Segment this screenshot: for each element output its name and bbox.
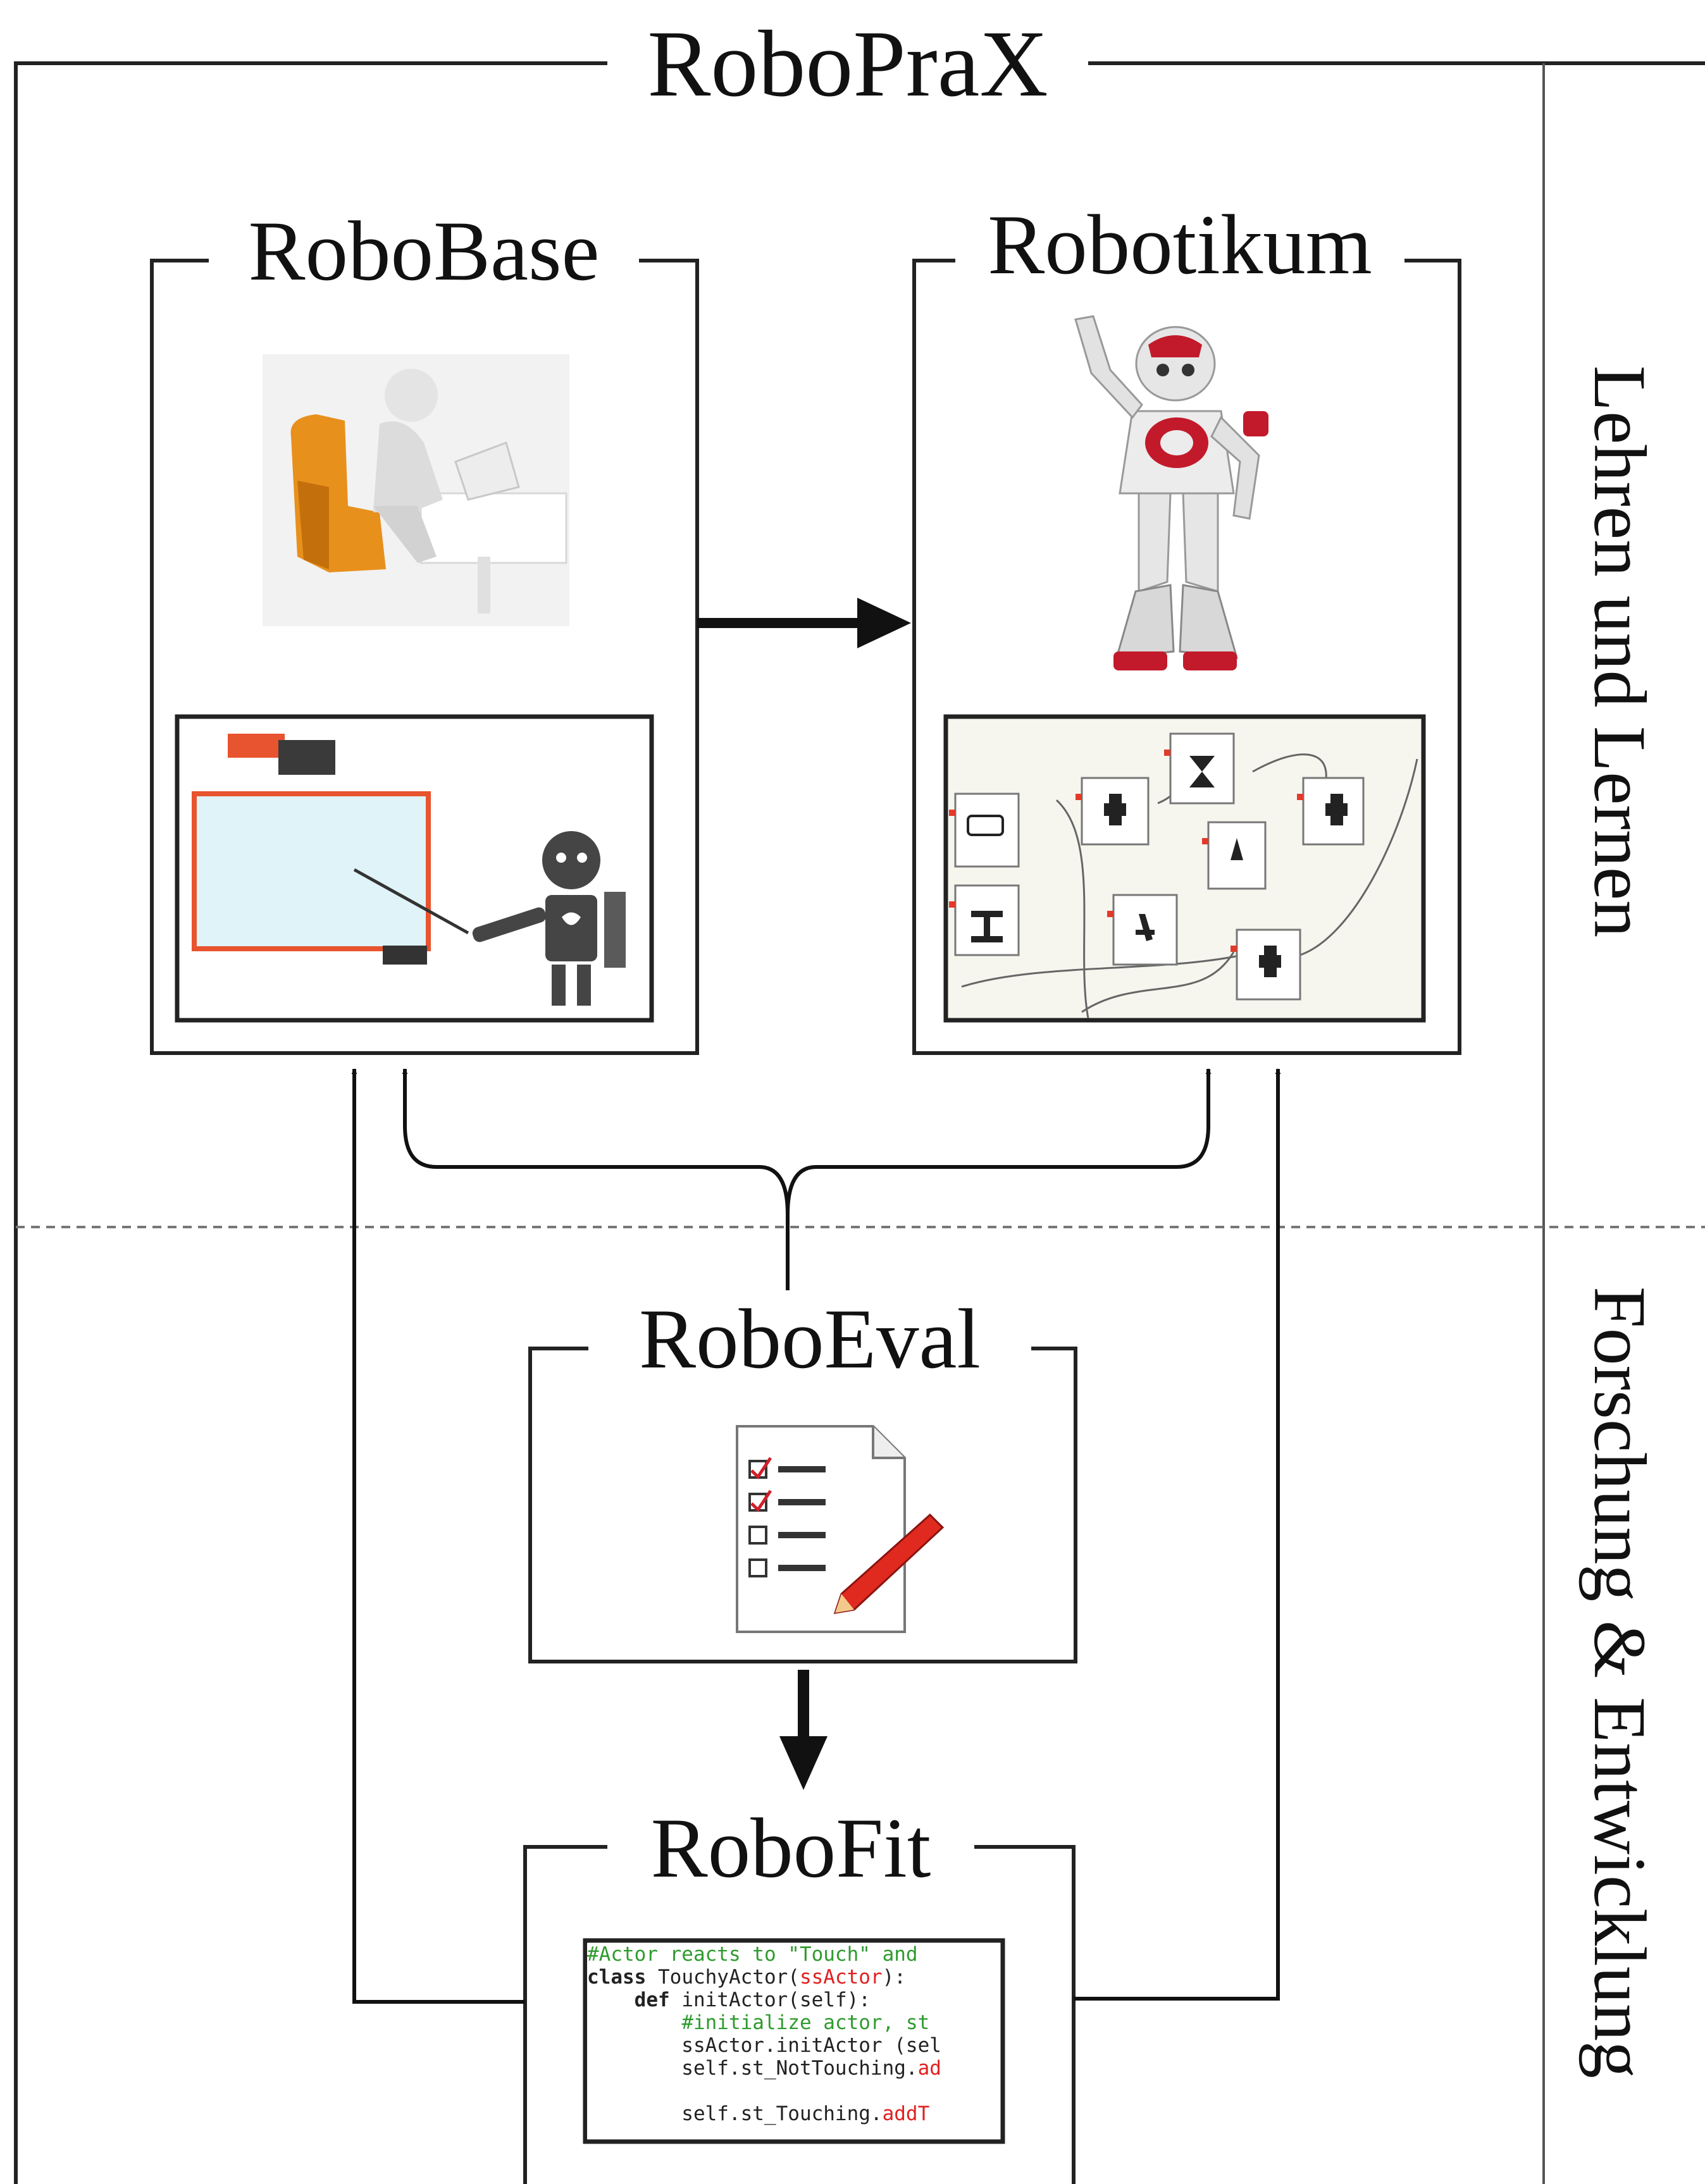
- roboeval-frame: [528, 1347, 1077, 1663]
- checklist-icon: [736, 1425, 945, 1633]
- robotikum-title: Robotikum: [955, 202, 1404, 288]
- code-token: ):: [882, 1966, 906, 1989]
- code-token: addT: [882, 2102, 930, 2125]
- code-token: ssActor.initActor (sel: [587, 2034, 941, 2057]
- robofit-frame-right: [974, 1845, 1076, 2184]
- code-line: self.st_Touching.addT: [587, 2102, 1000, 2125]
- outer-frame: [14, 61, 607, 2184]
- code-token: #Actor reacts to "Touch" and: [587, 1943, 918, 1966]
- code-token: class: [587, 1966, 647, 1989]
- code-token: def: [634, 1989, 670, 2011]
- code-token: [587, 2011, 681, 2034]
- code-token: self.st_Touching.: [587, 2102, 883, 2125]
- code-token: TouchyActor(: [646, 1966, 800, 1989]
- arrow-robofit-to-robobase: [351, 1068, 525, 2004]
- code-line: [587, 2080, 1000, 2102]
- code-line: #initialize actor, st: [587, 2011, 1000, 2034]
- code-token: [587, 1989, 635, 2011]
- code-line: #Actor reacts to "Touch" and: [587, 1943, 1000, 1966]
- code-line: class TouchyActor(ssActor):: [587, 1966, 1000, 1989]
- block-editor-icon: [943, 714, 1426, 1023]
- code-token: #initialize actor, st: [681, 2011, 930, 2034]
- robotikum-frame: [912, 259, 1461, 1055]
- code-token: ad: [917, 2057, 941, 2080]
- code-token: initActor(self):: [669, 1989, 871, 2011]
- code-token: self.st_NotTouching.: [587, 2057, 918, 2080]
- section-label-research: Forschung & Entwicklung: [1578, 1286, 1661, 2079]
- arrow-robofit-to-robotikum: [1074, 1068, 1281, 2001]
- code-line: self.st_NotTouching.ad: [587, 2057, 1000, 2080]
- robofit-frame: [523, 1845, 607, 2184]
- code-line: ssActor.initActor (sel: [587, 2034, 1000, 2057]
- code-panel-frame: [583, 1938, 1005, 2144]
- nao-robot-icon: [1074, 315, 1268, 670]
- code-line: def initActor(self):: [587, 1989, 1000, 2011]
- roboeval-title: RoboEval: [588, 1297, 1031, 1382]
- robobase-title: RoboBase: [209, 209, 639, 294]
- code-token: ssActor: [799, 1966, 883, 1989]
- diagram-title: RoboPraX: [607, 13, 1088, 111]
- robot-teacher-icon: [175, 714, 654, 1023]
- arrow-robobase-to-robotikum: [697, 598, 911, 648]
- arrow-roboeval-to-modules: [402, 1068, 1212, 1290]
- arrow-roboeval-to-robofit: [779, 1670, 828, 1790]
- section-label-teaching: Lehren und Lernen: [1578, 365, 1661, 938]
- robofit-title: RoboFit: [607, 1806, 974, 1891]
- robobase-frame: [150, 259, 699, 1055]
- person-at-desk-icon: [263, 354, 569, 626]
